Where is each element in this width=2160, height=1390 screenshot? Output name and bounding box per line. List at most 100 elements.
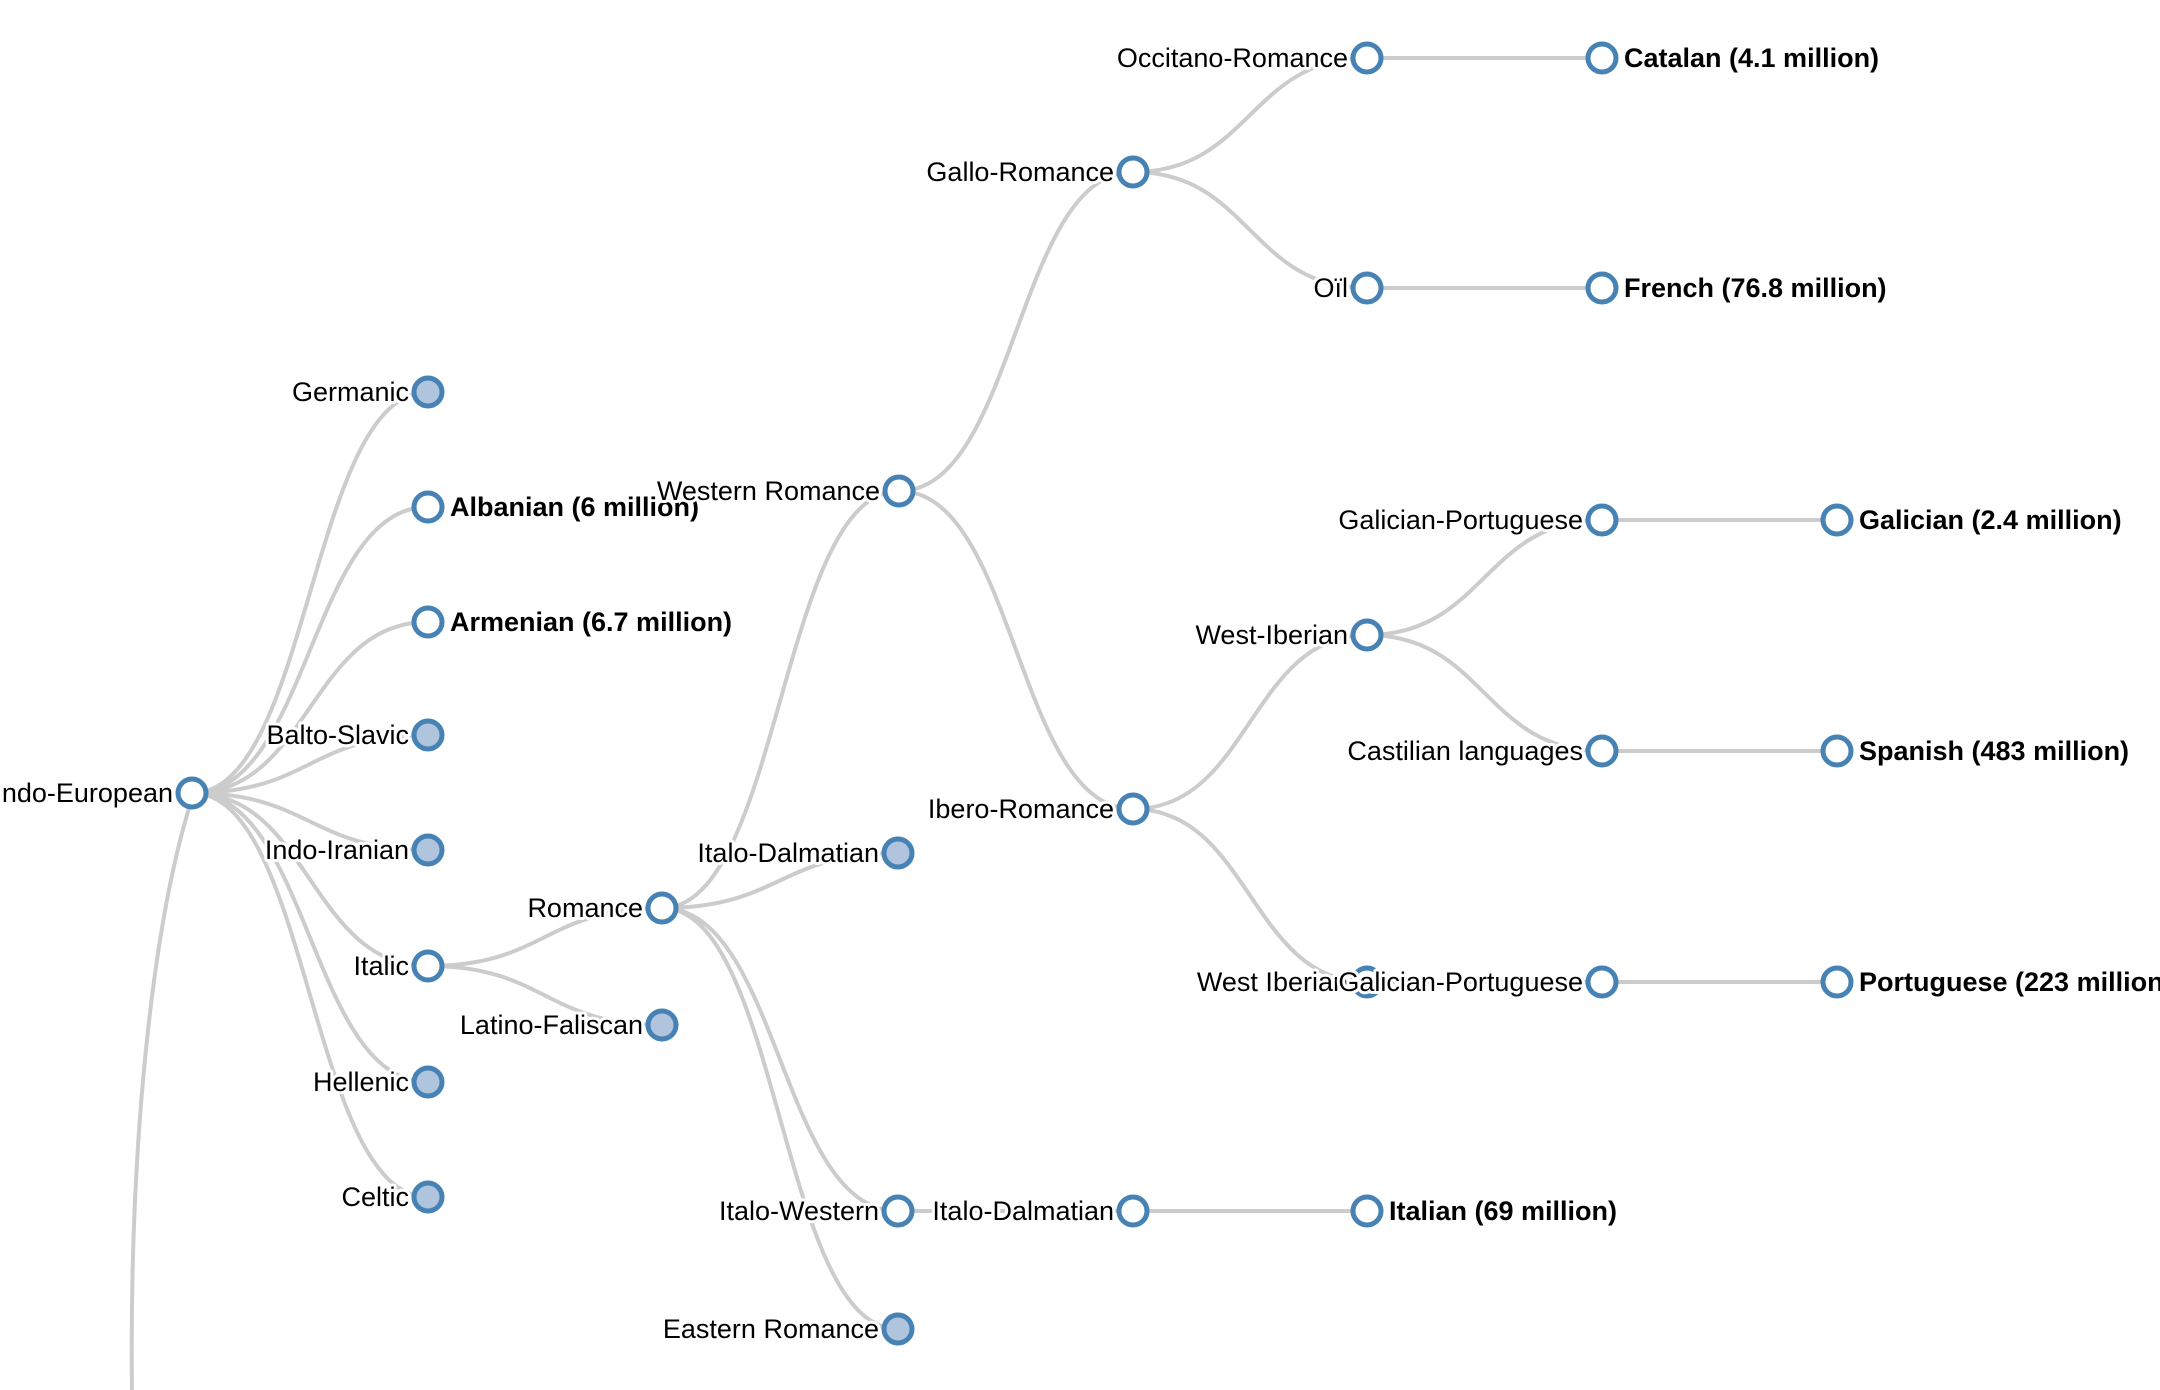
node-circle[interactable] <box>411 833 445 867</box>
tree-link <box>191 390 429 795</box>
tree-link <box>191 791 429 1084</box>
node-label: West Iberian <box>1197 967 1348 997</box>
node-circle[interactable] <box>1350 618 1384 652</box>
tree-node-indo-european[interactable]: Indo-European <box>0 775 209 811</box>
tree-node-italo-dalmatian-1[interactable]: Italo-Dalmatian <box>694 835 915 871</box>
tree-node-italo-western[interactable]: Italo-Western <box>716 1193 915 1229</box>
node-circle[interactable] <box>411 490 445 524</box>
tree-node-western-romance[interactable]: Western Romance <box>654 473 916 509</box>
node-label: Italian (69 million) <box>1389 1196 1617 1226</box>
node-label: Gallo-Romance <box>926 157 1114 187</box>
node-circle[interactable] <box>1116 792 1150 826</box>
node-circle[interactable] <box>1350 965 1384 999</box>
tree-node-galician-portuguese-1[interactable]: Galician-Portuguese <box>1335 502 1619 538</box>
tree-node-west-iberian-1[interactable]: West-Iberian <box>1192 617 1384 653</box>
tree-node-galician-portuguese-2[interactable]: Galician-Portuguese <box>1335 964 1619 1000</box>
node-circle[interactable] <box>1585 965 1619 999</box>
tree-link <box>191 791 429 1199</box>
tree-node-balto-slavic[interactable]: Balto-Slavic <box>263 717 445 753</box>
tree-link <box>427 964 663 1027</box>
node-circle[interactable] <box>1116 155 1150 189</box>
node-circle[interactable] <box>175 776 209 810</box>
node-circle[interactable] <box>411 949 445 983</box>
node-label: Albanian (6 million) <box>450 492 699 522</box>
tree-node-romance[interactable]: Romance <box>524 890 679 926</box>
node-circle[interactable] <box>1820 503 1854 537</box>
tree-node-spanish[interactable]: Spanish (483 million) <box>1820 733 2132 769</box>
node-circle[interactable] <box>1820 734 1854 768</box>
tree-link <box>661 906 899 1213</box>
node-circle[interactable] <box>1350 41 1384 75</box>
node-circle[interactable] <box>645 1008 679 1042</box>
tree-node-italian[interactable]: Italian (69 million) <box>1350 1193 1620 1229</box>
tree-link <box>898 170 1134 493</box>
node-circle[interactable] <box>1585 503 1619 537</box>
node-circle[interactable] <box>1350 271 1384 305</box>
node-label: Galician-Portuguese <box>1338 967 1583 997</box>
tree-node-germanic[interactable]: Germanic <box>289 374 445 410</box>
node-label: Eastern Romance <box>663 1314 879 1344</box>
node-label: Italo-Dalmatian <box>697 838 879 868</box>
node-label: Galician (2.4 million) <box>1859 505 2122 535</box>
tree-link <box>661 906 899 1331</box>
tree-node-occitano-romance[interactable]: Occitano-Romance <box>1114 40 1384 76</box>
node-label: Spanish (483 million) <box>1859 736 2129 766</box>
node-circle[interactable] <box>411 1065 445 1099</box>
tree-node-albanian[interactable]: Albanian (6 million) <box>411 489 702 525</box>
tree-node-ibero-romance[interactable]: Ibero-Romance <box>925 791 1150 827</box>
tree-node-eastern-romance[interactable]: Eastern Romance <box>660 1311 915 1347</box>
node-circle[interactable] <box>411 1180 445 1214</box>
node-label: Armenian (6.7 million) <box>450 607 732 637</box>
tree-node-hellenic[interactable]: Hellenic <box>310 1064 445 1100</box>
node-label: Hellenic <box>313 1067 409 1097</box>
node-label: Portuguese (223 million) <box>1859 967 2160 997</box>
node-label: Italo-Dalmatian <box>932 1196 1114 1226</box>
tree-link <box>191 791 429 852</box>
node-label: Galician-Portuguese <box>1338 505 1583 535</box>
node-circle[interactable] <box>645 891 679 925</box>
tree-node-latino-faliscan[interactable]: Latino-Faliscan <box>457 1007 679 1043</box>
tree-link <box>661 489 900 910</box>
node-label: Italo-Western <box>719 1196 879 1226</box>
node-label: Romance <box>527 893 643 923</box>
tree-link <box>1132 807 1368 984</box>
node-label: Occitano-Romance <box>1117 43 1348 73</box>
tree-node-indo-iranian[interactable]: Indo-Iranian <box>262 832 445 868</box>
node-label: Indo-Iranian <box>265 835 409 865</box>
tree-node-portuguese[interactable]: Portuguese (223 million) <box>1820 964 2160 1000</box>
tree-node-gallo-romance[interactable]: Gallo-Romance <box>923 154 1150 190</box>
node-label: West-Iberian <box>1195 620 1348 650</box>
node-circle[interactable] <box>1585 734 1619 768</box>
node-circle[interactable] <box>1350 1194 1384 1228</box>
tree-node-armenian[interactable]: Armenian (6.7 million) <box>411 604 735 640</box>
tree-node-galician[interactable]: Galician (2.4 million) <box>1820 502 2125 538</box>
tree-node-castilian-languages[interactable]: Castilian languages <box>1344 733 1619 769</box>
node-label: Celtic <box>341 1182 409 1212</box>
node-circle[interactable] <box>881 1312 915 1346</box>
node-circle[interactable] <box>1116 1194 1150 1228</box>
node-circle[interactable] <box>881 836 915 870</box>
node-label: Oïl <box>1313 273 1348 303</box>
node-circle[interactable] <box>1585 41 1619 75</box>
tree-node-oil[interactable]: Oïl <box>1310 270 1384 306</box>
tree-node-west-iberian-2[interactable]: West Iberian <box>1194 964 1384 1000</box>
tree-node-french[interactable]: French (76.8 million) <box>1585 270 1890 306</box>
node-circle[interactable] <box>411 718 445 752</box>
node-circle[interactable] <box>1585 271 1619 305</box>
node-circle[interactable] <box>411 605 445 639</box>
tree-node-catalan[interactable]: Catalan (4.1 million) <box>1585 40 1882 76</box>
node-label: Ibero-Romance <box>928 794 1114 824</box>
node-circle[interactable] <box>882 474 916 508</box>
node-label: Catalan (4.1 million) <box>1624 43 1879 73</box>
tree-node-celtic[interactable]: Celtic <box>338 1179 445 1215</box>
node-circle[interactable] <box>881 1194 915 1228</box>
node-circle[interactable] <box>411 375 445 409</box>
node-circle[interactable] <box>1820 965 1854 999</box>
node-label: French (76.8 million) <box>1624 273 1887 303</box>
links-layer <box>129 55 1837 1390</box>
tree-node-italo-dalmatian-2[interactable]: Italo-Dalmatian <box>929 1193 1150 1229</box>
tree-node-italic[interactable]: Italic <box>350 948 445 984</box>
